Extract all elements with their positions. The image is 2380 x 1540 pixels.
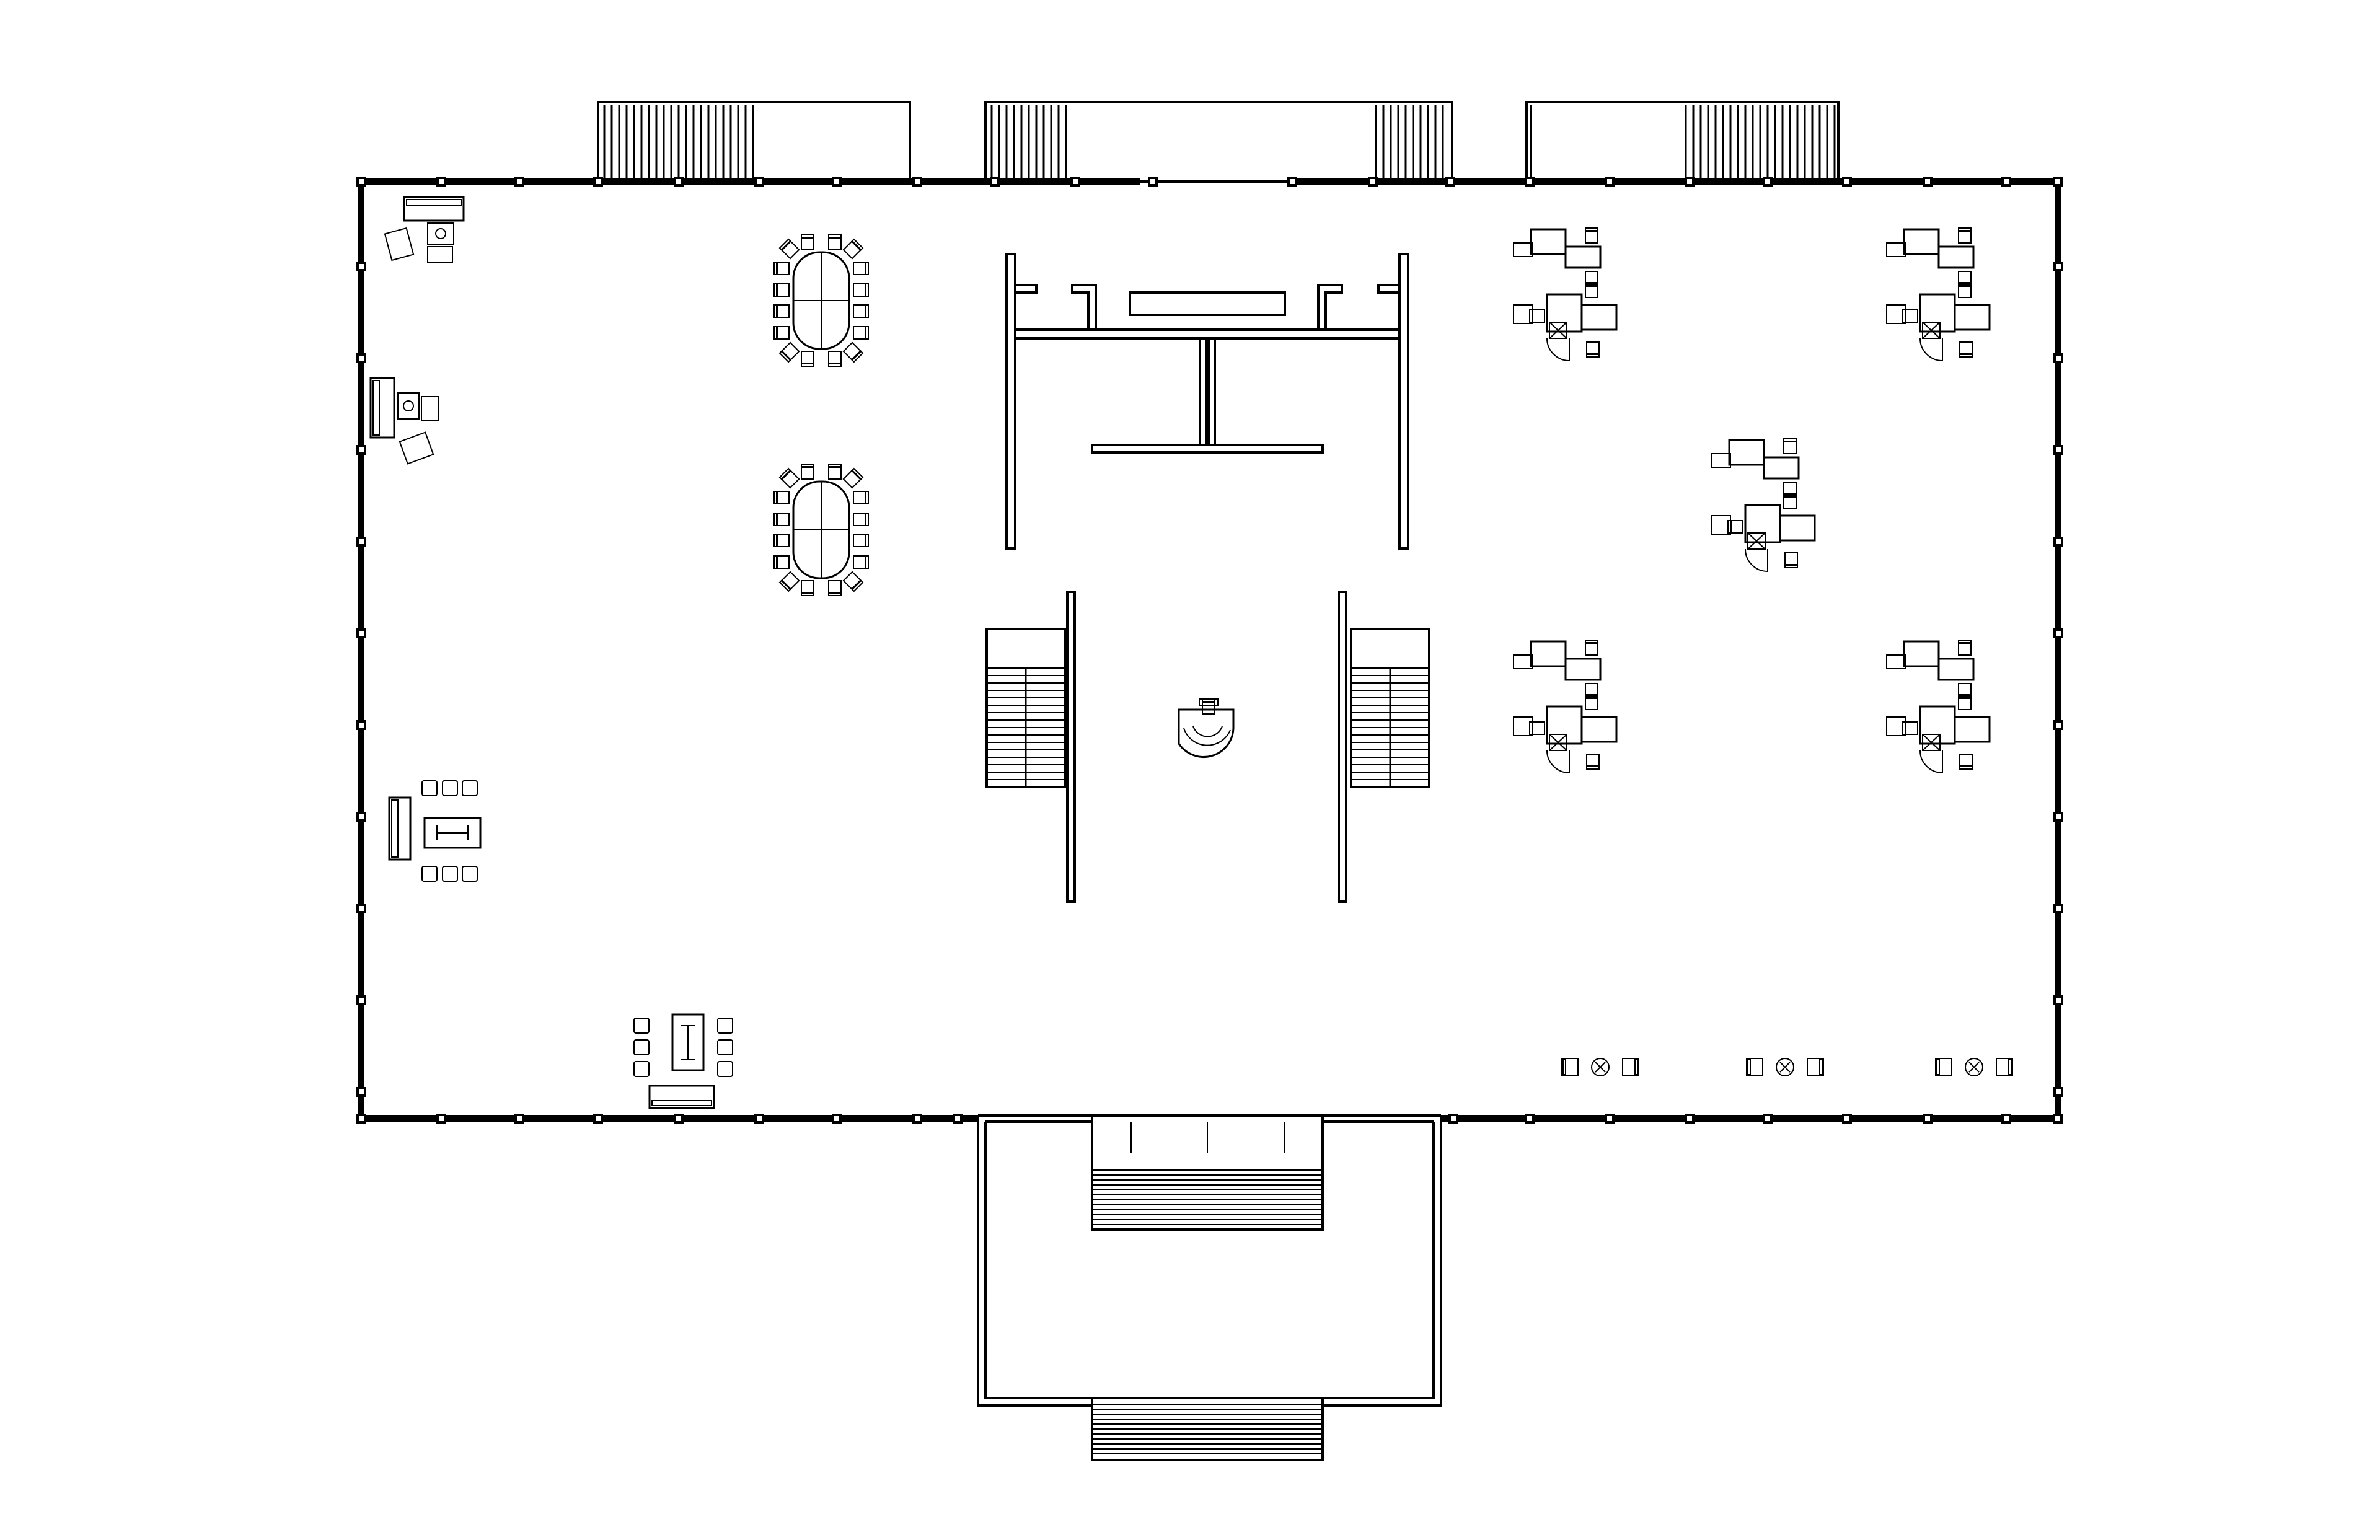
column-marker bbox=[990, 177, 1000, 187]
column-marker bbox=[832, 1114, 842, 1124]
column-marker bbox=[593, 1114, 603, 1124]
column-marker bbox=[356, 177, 366, 187]
column-marker bbox=[1685, 1114, 1695, 1124]
staircase-left bbox=[985, 628, 1066, 788]
column-marker bbox=[953, 1114, 963, 1124]
column-marker bbox=[1445, 177, 1455, 187]
column-marker bbox=[1842, 1114, 1852, 1124]
column-marker bbox=[2053, 1114, 2063, 1124]
column-marker bbox=[2053, 177, 2063, 187]
column-marker bbox=[1923, 1114, 1933, 1124]
column-marker bbox=[1448, 1114, 1458, 1124]
column-marker bbox=[356, 445, 366, 455]
balcony-right bbox=[1525, 101, 1840, 183]
workstation-cluster-3 bbox=[1712, 439, 1815, 571]
column-marker bbox=[356, 1114, 366, 1124]
column-marker bbox=[674, 177, 684, 187]
column-marker bbox=[2053, 995, 2063, 1005]
column-marker bbox=[1605, 1114, 1615, 1124]
column-marker bbox=[754, 177, 764, 187]
column-marker bbox=[356, 353, 366, 363]
balcony-center bbox=[984, 101, 1453, 183]
column-marker bbox=[1923, 177, 1933, 187]
column-marker bbox=[1287, 177, 1297, 187]
column-marker bbox=[1148, 177, 1158, 187]
column-marker bbox=[1842, 177, 1852, 187]
lounge-seating-4 bbox=[633, 1013, 733, 1109]
lounge-seating-3 bbox=[388, 780, 482, 882]
entrance-steps-upper bbox=[1091, 1114, 1324, 1231]
conference-table-upper bbox=[774, 235, 868, 366]
column-marker bbox=[1685, 177, 1695, 187]
column-marker bbox=[1525, 1114, 1535, 1124]
column-marker bbox=[2053, 1087, 2063, 1097]
column-marker bbox=[2053, 445, 2063, 455]
column-marker bbox=[1605, 177, 1615, 187]
column-marker bbox=[356, 995, 366, 1005]
balcony-grilles bbox=[597, 101, 1840, 183]
entrance-porch bbox=[977, 1114, 1442, 1407]
column-marker bbox=[356, 537, 366, 547]
side-table-group-1 bbox=[1561, 1058, 1639, 1076]
balcony-left bbox=[597, 101, 911, 183]
column-marker bbox=[2053, 353, 2063, 363]
column-marker bbox=[2001, 1114, 2011, 1124]
column-marker bbox=[436, 1114, 446, 1124]
column-marker bbox=[754, 1114, 764, 1124]
column-marker bbox=[356, 1087, 366, 1097]
column-marker bbox=[2053, 720, 2063, 730]
workstation-cluster-2 bbox=[1887, 228, 1990, 361]
column-marker bbox=[514, 1114, 524, 1124]
workstation-cluster-5 bbox=[1887, 640, 1990, 773]
column-marker bbox=[912, 1114, 922, 1124]
column-marker bbox=[2053, 812, 2063, 822]
conference-table-lower bbox=[774, 464, 868, 596]
column-markers bbox=[356, 177, 2063, 1124]
core-partitions bbox=[1005, 253, 1409, 903]
column-marker bbox=[593, 177, 603, 187]
column-marker bbox=[2053, 537, 2063, 547]
column-marker bbox=[2053, 904, 2063, 913]
column-marker bbox=[674, 1114, 684, 1124]
column-marker bbox=[1070, 177, 1080, 187]
staircase-right bbox=[1350, 628, 1430, 788]
entrance-steps-lower bbox=[1091, 1397, 1324, 1461]
column-marker bbox=[436, 177, 446, 187]
column-marker bbox=[1763, 1114, 1773, 1124]
column-marker bbox=[832, 177, 842, 187]
column-marker bbox=[2053, 262, 2063, 271]
column-marker bbox=[1525, 177, 1535, 187]
column-marker bbox=[356, 812, 366, 822]
workstation-cluster-4 bbox=[1514, 640, 1616, 773]
column-marker bbox=[2053, 628, 2063, 638]
column-marker bbox=[912, 177, 922, 187]
column-marker bbox=[356, 720, 366, 730]
exterior-wall bbox=[358, 178, 2061, 1122]
column-marker bbox=[356, 904, 366, 913]
lounge-seating-2 bbox=[369, 377, 439, 465]
side-table-group-3 bbox=[1935, 1058, 2013, 1076]
column-marker bbox=[514, 177, 524, 187]
column-marker bbox=[1763, 177, 1773, 187]
lounge-seating-1 bbox=[384, 196, 465, 263]
side-table-group-2 bbox=[1746, 1058, 1824, 1076]
column-marker bbox=[2001, 177, 2011, 187]
column-marker bbox=[1368, 177, 1378, 187]
column-marker bbox=[356, 628, 366, 638]
reception-desk bbox=[1178, 698, 1235, 758]
workstation-cluster-1 bbox=[1514, 228, 1616, 361]
column-marker bbox=[356, 262, 366, 271]
